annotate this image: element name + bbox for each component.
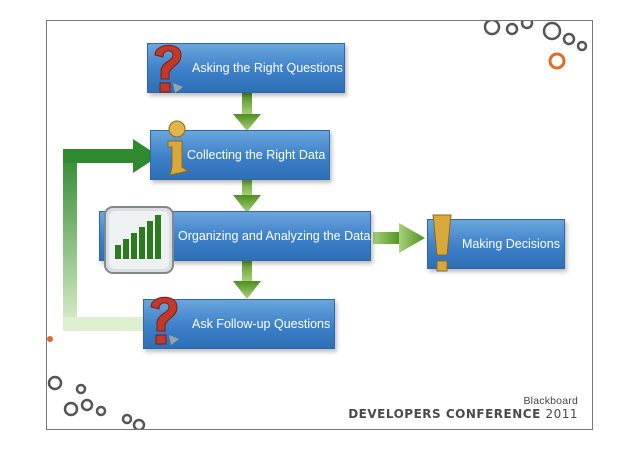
- decorative-circles-top: [47, 21, 588, 429]
- conference-name: DEVELOPERS CONFERENCE 2011: [348, 407, 578, 421]
- conference-year: 2011: [545, 407, 578, 421]
- step-label: Collecting the Right Data: [187, 148, 326, 162]
- flow-arrows: [63, 93, 425, 331]
- question-mark-icon: [150, 296, 179, 345]
- bar-chart-icon: [104, 206, 174, 274]
- slide: Asking the Right Questions Collecting th…: [46, 20, 593, 430]
- step-label: Organizing and Analyzing the Data: [178, 229, 371, 243]
- question-mark-icon: [154, 44, 183, 93]
- footer-branding: Blackboard DEVELOPERS CONFERENCE 2011: [348, 395, 578, 421]
- arrow-right-decision: [373, 223, 425, 253]
- decision-label: Making Decisions: [462, 237, 560, 251]
- info-icon: [167, 120, 190, 176]
- step-label: Ask Follow-up Questions: [192, 317, 331, 331]
- brand-name: Blackboard: [523, 395, 578, 407]
- step-label: Asking the Right Questions: [192, 61, 343, 75]
- exclamation-icon: [432, 214, 452, 272]
- conference-title: DEVELOPERS CONFERENCE: [348, 407, 541, 421]
- arrow-down-1: [233, 93, 261, 131]
- arrow-down-3: [233, 258, 261, 299]
- arrow-down-2: [233, 174, 261, 213]
- feedback-loop-arrow: [63, 139, 159, 331]
